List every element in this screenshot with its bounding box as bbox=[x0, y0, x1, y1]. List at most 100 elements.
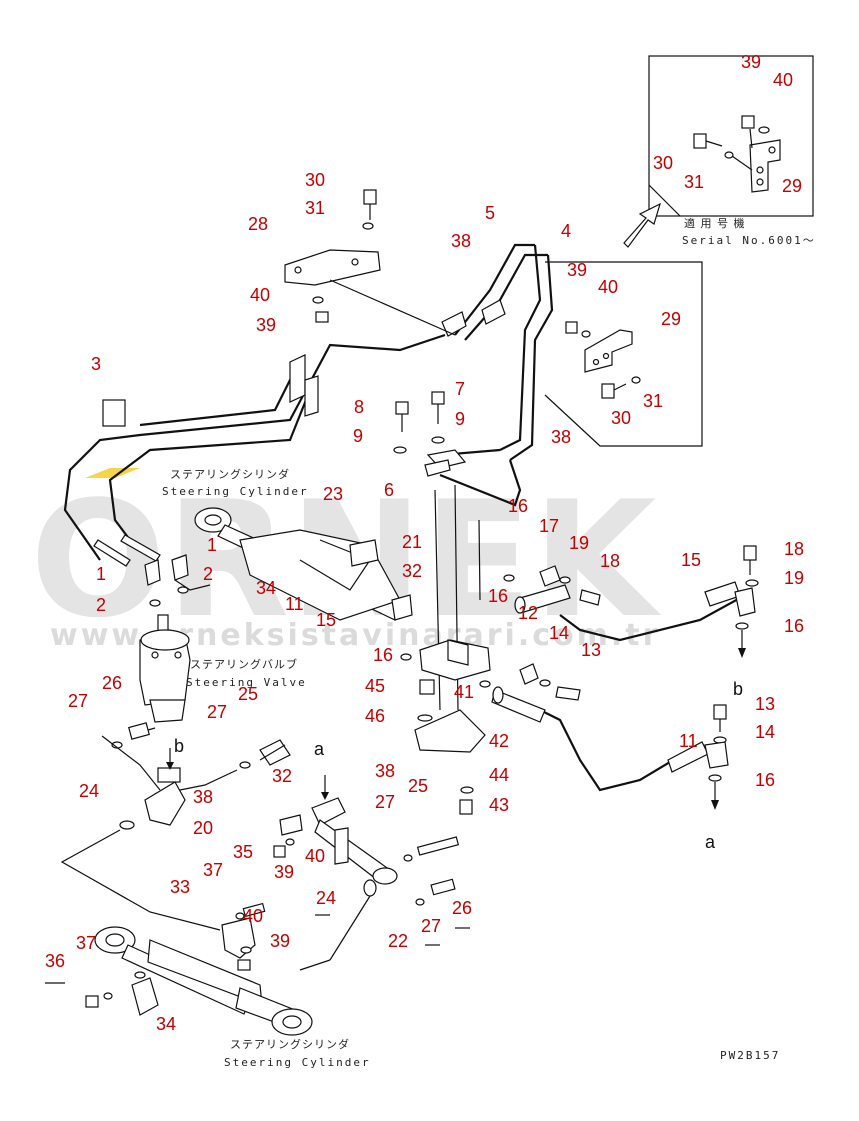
callout-label: 40 bbox=[773, 70, 793, 90]
callout-label: 27 bbox=[421, 916, 441, 936]
callout-label: 25 bbox=[238, 684, 258, 704]
callout-label: 7 bbox=[455, 379, 465, 399]
callout-label: 40 bbox=[598, 277, 618, 297]
callout-label: 18 bbox=[600, 551, 620, 571]
fittings-right bbox=[400, 545, 759, 810]
callout-label: 20 bbox=[193, 818, 213, 838]
callout-label: 33 bbox=[170, 877, 190, 897]
callout-label: 40 bbox=[250, 285, 270, 305]
piping bbox=[63, 243, 741, 792]
callout-label: 39 bbox=[567, 260, 587, 280]
callout-label: 28 bbox=[248, 214, 268, 234]
drawing-code: PW2B157 bbox=[720, 1049, 780, 1062]
callout-label: 38 bbox=[551, 427, 571, 447]
callout-label: 39 bbox=[270, 931, 290, 951]
callout-label: 40 bbox=[243, 906, 263, 926]
callout-label: 24 bbox=[79, 781, 99, 801]
caption-bottom-cylinder-jp: ステアリングシリンダ bbox=[230, 1037, 350, 1051]
callout-label: 38 bbox=[375, 761, 395, 781]
callout-label: 3 bbox=[91, 354, 101, 374]
callout-label: 39 bbox=[274, 862, 294, 882]
callout-label: 37 bbox=[203, 860, 223, 880]
callout-label: 19 bbox=[784, 568, 804, 588]
callout-label: 9 bbox=[455, 409, 465, 429]
caption-serial-en: Serial No.6001～ bbox=[682, 234, 816, 247]
callout-label: 38 bbox=[451, 231, 471, 251]
callout-label: 13 bbox=[581, 640, 601, 660]
callout-label: 5 bbox=[485, 203, 495, 223]
callout-label: 15 bbox=[316, 610, 336, 630]
lower-assembly bbox=[45, 722, 470, 1036]
callout-label: 14 bbox=[755, 722, 775, 742]
callout-label: 34 bbox=[156, 1014, 176, 1034]
callout-label: 30 bbox=[611, 408, 631, 428]
callout-label: 45 bbox=[365, 676, 385, 696]
callout-label: 34 bbox=[256, 578, 276, 598]
callout-label: 46 bbox=[365, 706, 385, 726]
callout-label: 4 bbox=[561, 221, 571, 241]
callout-label: 31 bbox=[684, 172, 704, 192]
callout-label: 2 bbox=[203, 564, 213, 584]
callout-label: 21 bbox=[402, 532, 422, 552]
callout-label: 39 bbox=[741, 52, 761, 72]
ref-letter-b-left: b bbox=[174, 736, 184, 756]
callout-label: 24 bbox=[316, 888, 336, 908]
callout-label: 2 bbox=[96, 595, 106, 615]
ref-letter-a-left: a bbox=[314, 739, 325, 759]
callout-label: 11 bbox=[679, 731, 698, 751]
callout-label: 14 bbox=[549, 623, 569, 643]
callout-label: 11 bbox=[285, 594, 304, 614]
callout-label: 18 bbox=[784, 539, 804, 559]
steering-valve bbox=[139, 554, 191, 723]
inset-box-bracket bbox=[544, 261, 703, 447]
callout-label: 1 bbox=[207, 535, 217, 555]
callout-label: 16 bbox=[784, 616, 804, 636]
ref-letter-b-right: b bbox=[733, 679, 743, 699]
callout-label: 32 bbox=[402, 561, 422, 581]
callout-label: 30 bbox=[305, 170, 325, 190]
callout-label: 9 bbox=[353, 426, 363, 446]
callout-label: 35 bbox=[233, 842, 253, 862]
ref-letter-a-right: a bbox=[705, 832, 716, 852]
callout-label: 26 bbox=[452, 898, 472, 918]
callout-label: 12 bbox=[518, 603, 538, 623]
callout-label: 16 bbox=[508, 496, 528, 516]
callout-label: 29 bbox=[661, 309, 681, 329]
callout-label: 27 bbox=[68, 691, 88, 711]
captions: ステアリングシリンダ Steering Cylinder ステアリングバルブ S… bbox=[162, 216, 816, 1069]
callout-label: 40 bbox=[305, 846, 325, 866]
callout-label: 27 bbox=[207, 702, 227, 722]
watermark: ORNEK www.orneksistavinarari.com.tr bbox=[30, 466, 661, 653]
callout-label: 36 bbox=[45, 951, 65, 971]
callout-label: 30 bbox=[653, 153, 673, 173]
callout-label: 31 bbox=[305, 198, 325, 218]
callout-label: 23 bbox=[323, 484, 343, 504]
callout-label: 26 bbox=[102, 673, 122, 693]
callout-label: 19 bbox=[569, 533, 589, 553]
caption-steering-valve-en: Steering Valve bbox=[186, 676, 307, 689]
callout-label: 1 bbox=[96, 564, 106, 584]
callout-label: 32 bbox=[272, 766, 292, 786]
callout-label: 29 bbox=[782, 176, 802, 196]
callout-label: 16 bbox=[755, 770, 775, 790]
callout-label: 44 bbox=[489, 765, 509, 785]
callout-label: 39 bbox=[256, 315, 276, 335]
caption-steering-cylinder-en: Steering Cylinder bbox=[162, 485, 309, 498]
callout-label: 42 bbox=[489, 731, 509, 751]
callout-label: 16 bbox=[373, 645, 393, 665]
callout-label: 16 bbox=[488, 586, 508, 606]
callout-label: 27 bbox=[375, 792, 395, 812]
callout-label: 8 bbox=[354, 397, 364, 417]
callout-label: 43 bbox=[489, 795, 509, 815]
watermark-accent bbox=[85, 468, 140, 478]
callout-label: 31 bbox=[643, 391, 663, 411]
callout-label: 15 bbox=[681, 550, 701, 570]
caption-bottom-cylinder-en: Steering Cylinder bbox=[224, 1056, 371, 1069]
steering-cylinder-top bbox=[194, 507, 413, 621]
callout-label: 17 bbox=[539, 516, 559, 536]
caption-serial-jp: 適 用 号 機 bbox=[684, 216, 746, 230]
callout-label: 22 bbox=[388, 931, 408, 951]
caption-steering-valve-jp: ステアリングバルブ bbox=[190, 657, 298, 671]
